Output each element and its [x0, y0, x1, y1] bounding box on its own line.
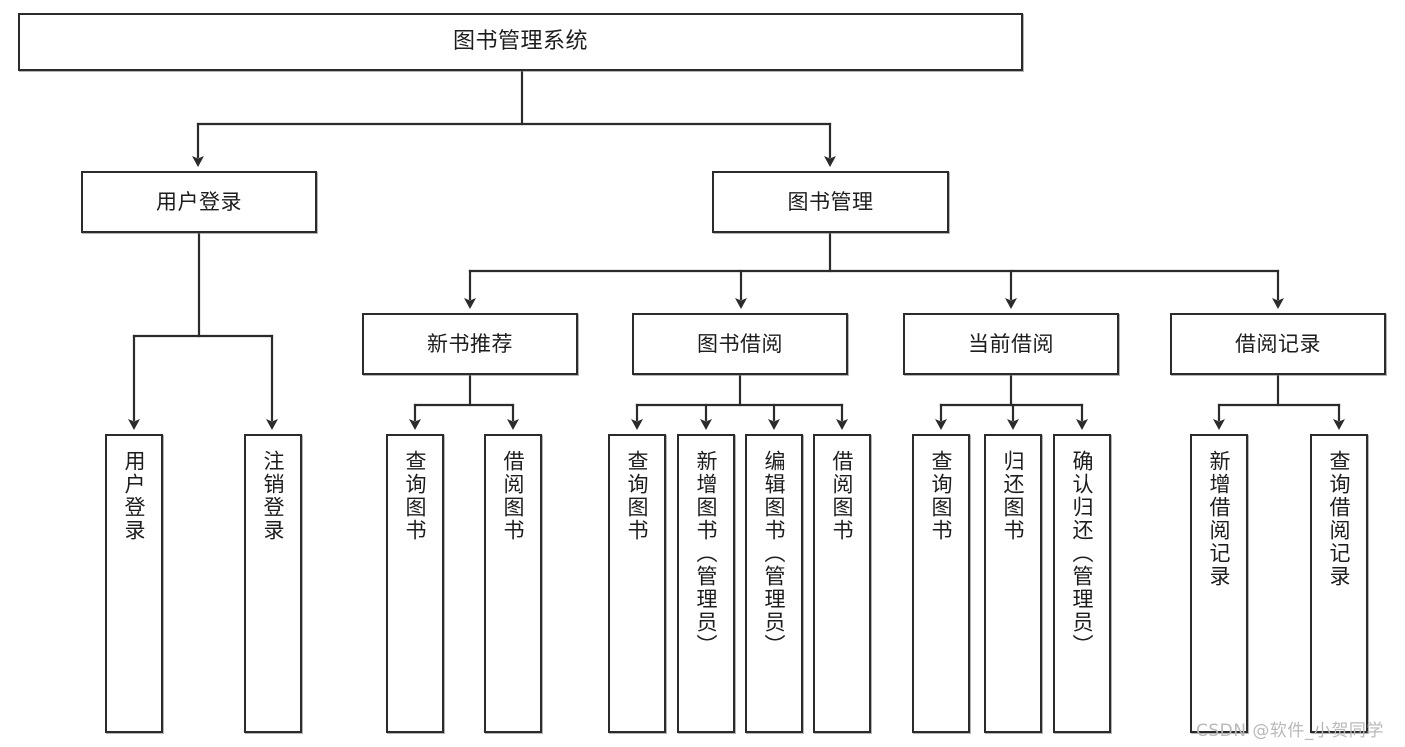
leaf-query-book-current[interactable]: 查询图书: [912, 434, 970, 733]
node-user-login[interactable]: 用户登录: [81, 171, 317, 233]
leaf-edit-book-admin-label: 编辑图书（管理员）: [762, 450, 787, 657]
leaf-logout[interactable]: 注销登录: [244, 434, 302, 733]
node-root-label: 图书管理系统: [452, 29, 588, 55]
node-root[interactable]: 图书管理系统: [18, 13, 1023, 71]
node-book-management[interactable]: 图书管理: [712, 171, 949, 233]
leaf-user-login-label: 用户登录: [122, 450, 147, 542]
leaf-query-book-recommend-label: 查询图书: [403, 450, 428, 542]
leaf-add-borrow-record-label: 新增借阅记录: [1207, 450, 1232, 588]
leaf-add-book-admin[interactable]: 新增图书（管理员）: [677, 434, 735, 733]
leaf-borrow-book-recommend-label: 借阅图书: [501, 450, 526, 542]
node-current-borrow[interactable]: 当前借阅: [903, 313, 1119, 375]
leaf-borrow-book[interactable]: 借阅图书: [813, 434, 871, 733]
csdn-watermark: CSDN @软件_小贺同学: [1196, 721, 1384, 741]
leaf-return-book-label: 归还图书: [1001, 450, 1026, 542]
leaf-edit-book-admin[interactable]: 编辑图书（管理员）: [745, 434, 803, 733]
leaf-confirm-return-admin-label: 确认归还（管理员）: [1070, 450, 1095, 657]
node-book-borrow-label: 图书借阅: [697, 331, 783, 356]
leaf-confirm-return-admin[interactable]: 确认归还（管理员）: [1053, 434, 1111, 733]
leaf-add-borrow-record[interactable]: 新增借阅记录: [1190, 434, 1248, 733]
leaf-borrow-book-recommend[interactable]: 借阅图书: [484, 434, 542, 733]
leaf-user-login[interactable]: 用户登录: [105, 434, 163, 733]
node-new-book-recommend-label: 新书推荐: [427, 331, 513, 356]
node-user-login-label: 用户登录: [156, 189, 242, 214]
node-borrow-record-label: 借阅记录: [1235, 331, 1321, 356]
node-current-borrow-label: 当前借阅: [968, 331, 1054, 356]
leaf-borrow-book-label: 借阅图书: [830, 450, 855, 542]
leaf-query-book-borrow[interactable]: 查询图书: [608, 434, 666, 733]
node-new-book-recommend[interactable]: 新书推荐: [362, 313, 578, 375]
leaf-query-book-current-label: 查询图书: [929, 450, 954, 542]
leaf-query-borrow-record-label: 查询借阅记录: [1327, 450, 1352, 588]
leaf-query-borrow-record[interactable]: 查询借阅记录: [1310, 434, 1368, 733]
leaf-add-book-admin-label: 新增图书（管理员）: [694, 450, 719, 657]
leaf-logout-label: 注销登录: [261, 450, 286, 542]
node-book-management-label: 图书管理: [787, 189, 874, 214]
leaf-query-book-borrow-label: 查询图书: [625, 450, 650, 542]
leaf-query-book-recommend[interactable]: 查询图书: [386, 434, 444, 733]
node-borrow-record[interactable]: 借阅记录: [1170, 313, 1386, 375]
leaf-return-book[interactable]: 归还图书: [984, 434, 1042, 733]
node-book-borrow[interactable]: 图书借阅: [632, 313, 848, 375]
